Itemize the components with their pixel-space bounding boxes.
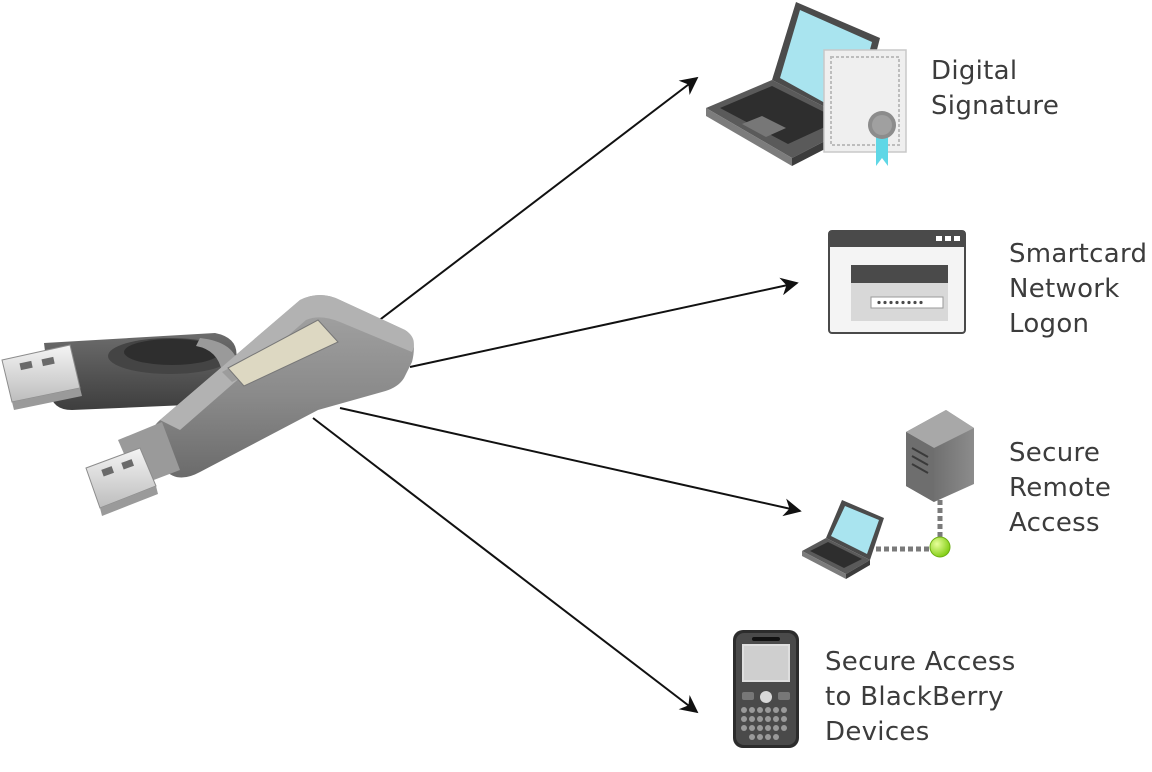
label-secure-access-blackberry: Secure Access to BlackBerry Devices bbox=[825, 645, 1016, 750]
label-line: Devices bbox=[825, 717, 930, 747]
label-line: Smartcard bbox=[1009, 239, 1148, 269]
label-line: Secure Access bbox=[825, 647, 1016, 677]
label-line: Secure bbox=[1009, 438, 1101, 468]
label-line: Logon bbox=[1009, 309, 1090, 339]
usb-token-icon bbox=[1, 295, 414, 516]
label-digital-signature: Digital Signature bbox=[931, 54, 1059, 124]
label-line: Network bbox=[1009, 274, 1120, 304]
back-usb-token bbox=[1, 333, 238, 410]
front-usb-token bbox=[85, 295, 414, 516]
blackberry-phone-icon bbox=[733, 630, 799, 748]
laptop-server-icon bbox=[802, 410, 974, 579]
arrow-to-blackberry bbox=[312, 417, 699, 714]
connector-arrows bbox=[312, 76, 802, 714]
laptop-certificate-icon bbox=[706, 2, 907, 166]
arrow-to-remote-access bbox=[339, 407, 802, 517]
label-line: to BlackBerry bbox=[825, 682, 1004, 712]
login-window-icon bbox=[828, 230, 966, 334]
label-line: Access bbox=[1009, 508, 1100, 538]
label-line: Remote bbox=[1009, 473, 1112, 503]
label-secure-remote-access: Secure Remote Access bbox=[1009, 436, 1111, 541]
label-line: Signature bbox=[931, 91, 1060, 121]
arrow-to-smartcard-logon bbox=[409, 277, 799, 368]
arrow-to-digital-signature bbox=[372, 76, 699, 326]
label-line: Digital bbox=[931, 56, 1018, 86]
label-smartcard-network-logon: Smartcard Network Logon bbox=[1009, 237, 1147, 342]
